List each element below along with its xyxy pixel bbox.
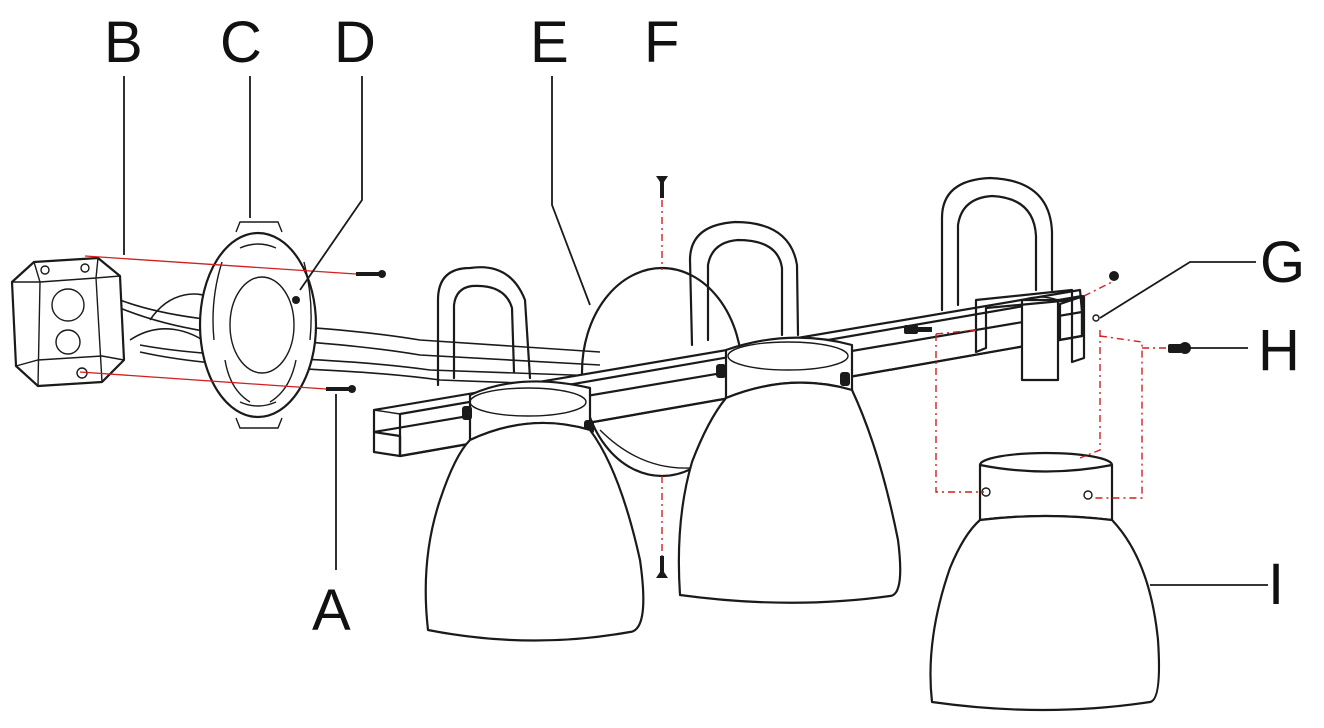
label-g: G: [1260, 230, 1305, 295]
mounting-screws: [326, 270, 386, 393]
shade-screws: [904, 271, 1191, 354]
lamp-right-holder: [940, 176, 1060, 382]
mounting-bracket: [198, 221, 318, 429]
label-h: H: [1258, 318, 1300, 383]
label-f: F: [644, 10, 679, 75]
label-i: I: [1268, 552, 1284, 617]
canopy-screws: [656, 176, 668, 578]
shade-bracket: [974, 288, 1100, 364]
label-d: D: [334, 10, 376, 75]
leader-lines: [123, 76, 1268, 586]
label-c: C: [220, 10, 262, 75]
label-b: B: [104, 10, 143, 75]
label-a: A: [312, 578, 351, 643]
part-labels: B C D E F G H A I: [104, 10, 1305, 643]
label-e: E: [530, 10, 569, 75]
alignment-lines: [79, 200, 1168, 556]
glass-shade-right: [929, 451, 1161, 712]
lamp-center: [677, 220, 902, 604]
junction-box: [10, 256, 126, 388]
lamp-left: [424, 266, 645, 642]
